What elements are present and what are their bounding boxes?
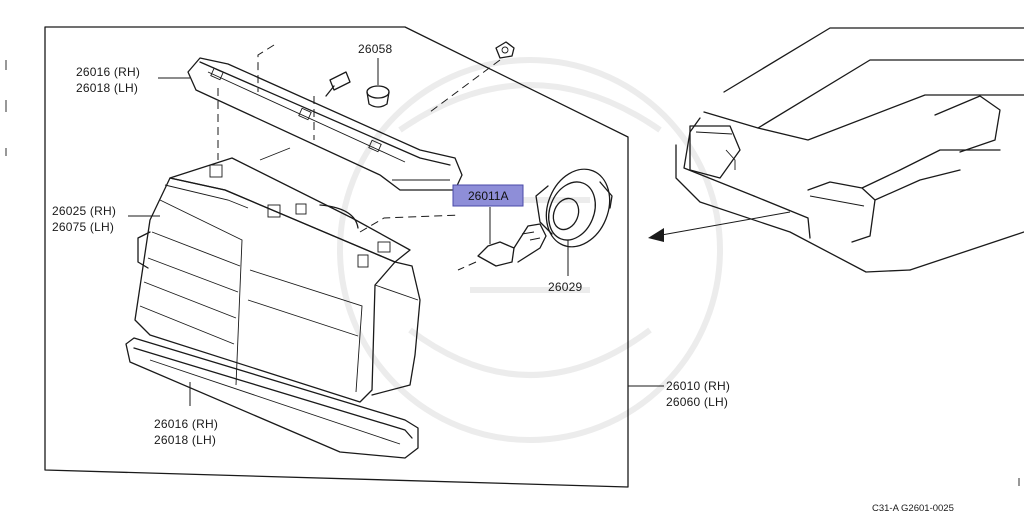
- callout-socket: 26029: [548, 280, 582, 294]
- upper-molding-guide-mid: [257, 44, 275, 92]
- margin-marks: [5, 60, 1020, 486]
- group-frame: [44, 26, 629, 488]
- bulb-part: [477, 207, 547, 267]
- callout-bulb-highlight[interactable]: [452, 184, 524, 207]
- callout-molding-lower-rh: 26016 (RH): [154, 417, 218, 431]
- callout-molding-lower-lh: 26018 (LH): [154, 433, 216, 447]
- upper-molding-part: [187, 57, 463, 191]
- callout-assembly-lh: 26060 (LH): [666, 395, 728, 409]
- callout-bulb[interactable]: 26011A: [468, 189, 508, 203]
- socket-part: [535, 168, 613, 276]
- nut-part: [429, 41, 515, 113]
- callout-headlight-unit-rh: 26025 (RH): [52, 204, 116, 218]
- callout-molding-upper-lh: 26018 (LH): [76, 81, 138, 95]
- callout-molding-upper-rh: 26016 (RH): [76, 65, 140, 79]
- callout-headlight-unit-lh: 26075 (LH): [52, 220, 114, 234]
- diagram-code: C31-A G2601-0025: [872, 503, 954, 514]
- vehicle-body: [675, 27, 1024, 273]
- callout-assembly-rh: 26010 (RH): [666, 379, 730, 393]
- screw-part: [325, 71, 351, 97]
- bulb-guide: [359, 214, 477, 271]
- lower-molding-part: [125, 337, 419, 459]
- location-arrow: [648, 211, 791, 242]
- headlight-unit-part: [134, 147, 421, 403]
- grommet-part: [366, 58, 390, 108]
- watermark-emblem: [337, 57, 723, 443]
- callout-grommet: 26058: [358, 42, 392, 56]
